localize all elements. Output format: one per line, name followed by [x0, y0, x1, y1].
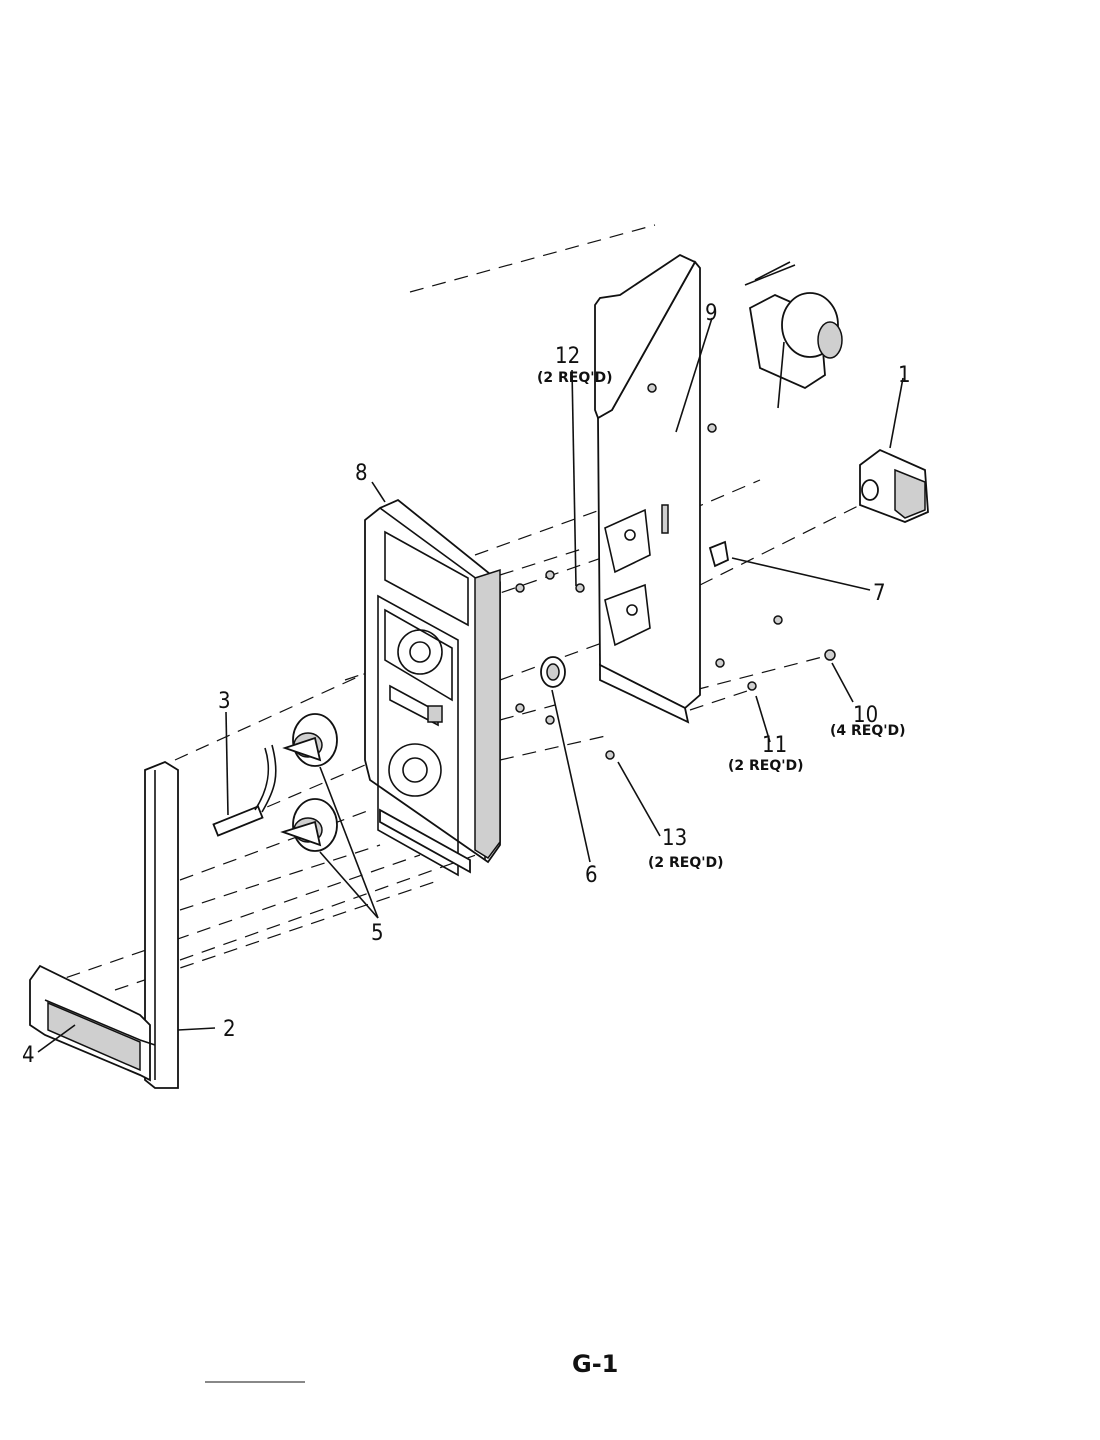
bushing-part-6: [540, 656, 566, 688]
callout-2: 2: [223, 1017, 236, 1042]
timer-motor-assembly: [744, 261, 843, 390]
callout-13: 13: [662, 826, 687, 851]
callout-9: 9: [705, 301, 718, 326]
callout-7: 7: [873, 581, 886, 606]
page-label: G-1: [572, 1350, 618, 1378]
qty-label-12: (2 REQ'D): [537, 370, 613, 386]
quantity-labels: (4 REQ'D) (2 REQ'D) (2 REQ'D) (2 REQ'D): [537, 370, 906, 871]
callout-4: 4: [22, 1043, 35, 1068]
leader-lines: [37, 317, 904, 1053]
callout-6: 6: [585, 863, 598, 888]
callout-8: 8: [355, 461, 368, 486]
clip-part-7: [708, 540, 730, 568]
qty-label-10: (4 REQ'D): [830, 723, 906, 739]
shaft-part-3: [212, 744, 277, 837]
mounting-bracket-part-9: [594, 253, 701, 724]
callout-numbers: 1 2 3 4 5 6 7 8 9 10 11 12 13: [22, 301, 911, 1068]
alignment-lines: [44, 224, 861, 991]
switch-part-1: [859, 448, 929, 523]
qty-label-11: (2 REQ'D): [728, 758, 804, 774]
callout-1: 1: [898, 363, 911, 388]
qty-label-13: (2 REQ'D): [648, 855, 724, 871]
control-panel-part-8: [364, 498, 501, 877]
callout-11: 11: [762, 733, 787, 758]
callout-10: 10: [853, 703, 878, 728]
callout-3: 3: [218, 689, 231, 714]
knob-part-5-lower: [280, 798, 338, 852]
callout-5: 5: [371, 921, 384, 946]
knob-part-5-upper: [282, 713, 338, 767]
callout-12: 12: [555, 344, 580, 369]
trim-piece-part-2-4: [29, 760, 179, 1089]
screws: [515, 383, 836, 760]
